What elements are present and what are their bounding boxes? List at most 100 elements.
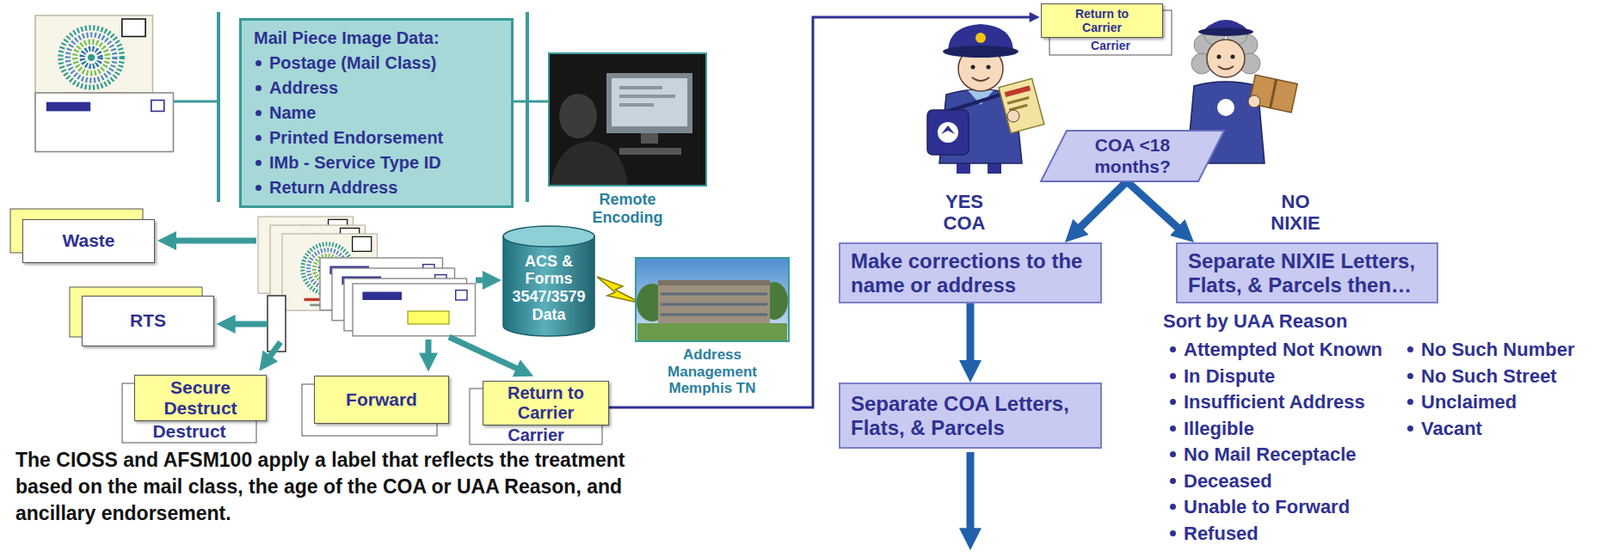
flow-arrow [970, 452, 972, 536]
photo-box: Remote Encoding [548, 53, 707, 227]
node-text: Separate COA Letters, Flats, & Parcels [850, 392, 1090, 440]
remote-encoding-photo [619, 103, 654, 107]
branch-label: YES COA [929, 190, 999, 235]
node-text: Separate NIXIE Letters, Flats, & Parcels… [1187, 249, 1427, 297]
label-holder: No Such Number [1405, 336, 1575, 364]
sort-arrow [170, 240, 522, 371]
label-holder: Unable to Forward [1168, 493, 1350, 522]
list-item: Unclaimed [1405, 388, 1517, 417]
back-label: Carrier [469, 426, 603, 444]
connector [609, 17, 1033, 408]
remote-encoding-photo [548, 53, 707, 186]
remote-encoding-photo [548, 53, 707, 186]
mail-carrier-cartoon [998, 78, 1045, 133]
list-item: In Dispute [1168, 363, 1275, 391]
node-text: COA <18 months? [1072, 135, 1194, 177]
remote-encoding-photo [619, 94, 676, 99]
mail-carrier-cartoon [1007, 110, 1020, 123]
mail-carrier-cartoon [1230, 55, 1236, 60]
label-holder: In Dispute [1168, 363, 1275, 391]
connector [966, 303, 975, 368]
label-holder: Carrier [1049, 39, 1172, 53]
sort-arrow [229, 321, 268, 328]
output-label: Forward [313, 375, 450, 425]
mail-piece-illustration [35, 92, 174, 152]
sort-arrow [170, 238, 257, 245]
building-photo [660, 293, 768, 296]
mail-carrier-cartoon [1004, 85, 1032, 98]
mail-carrier-cartoon [1007, 96, 1030, 105]
node-text: Return to Carrier [1067, 6, 1137, 35]
decision-shape: COA <18 months? [1040, 130, 1225, 182]
database-cylinder: ACS & Forms 3547/3579 Data [503, 226, 595, 337]
list-item: No Mail Receptacle [1168, 441, 1357, 469]
building-photo [637, 323, 788, 341]
mail-carrier-cartoon [927, 110, 969, 155]
label-holder: No Such Street [1405, 363, 1557, 391]
node-text: Printed Endorsement [253, 125, 444, 151]
remote-encoding-photo [606, 73, 693, 134]
node-text: Return Address [253, 175, 398, 201]
parallelogram [1040, 130, 1225, 182]
bracket [525, 12, 530, 203]
list-item: Attempted Not Known [1168, 336, 1383, 364]
output-label: Waste [22, 219, 155, 264]
back-label: Carrier [1049, 39, 1172, 53]
caption: The CIOSS and AFSM100 apply a label that… [15, 447, 678, 528]
mail-carrier-cartoon [1248, 95, 1261, 108]
branch-label: NO NIXIE [1261, 190, 1330, 235]
building-photo [660, 303, 768, 307]
label-holder: Unclaimed [1405, 388, 1517, 417]
mail-carrier-cartoon [1217, 98, 1235, 117]
label-holder: Deceased [1168, 467, 1273, 496]
mail-carrier-cartoon [941, 125, 955, 135]
node-text: Make corrections to the name or address [850, 249, 1090, 297]
process-box: Make corrections to the name or address [838, 242, 1102, 304]
bracket [173, 100, 217, 104]
sort-arrow [475, 277, 489, 284]
back-card [10, 10, 1172, 445]
bracket [216, 12, 221, 203]
node-text: RTS [129, 310, 167, 332]
photo-box: Address Management Memphis TN [635, 258, 789, 398]
mail-carrier-cartoon [975, 32, 986, 44]
remote-encoding-photo [619, 86, 663, 90]
label-holder: Vacant [1405, 415, 1483, 444]
building-photo [658, 280, 770, 286]
remote-encoding-photo [640, 133, 659, 144]
node-text: IMb - Service Type ID [253, 150, 442, 176]
cylinder-top [503, 226, 595, 247]
list-item: Illegible [1168, 415, 1255, 444]
mail-stack-illustration [407, 311, 450, 325]
node-text: ACS & Forms 3547/3579 Data [509, 252, 589, 325]
process-box: Separate COA Letters, Flats, & Parcels [838, 382, 1102, 450]
label-holder: Carrier [469, 426, 603, 444]
sort-arrow [449, 337, 522, 371]
building-photo [635, 258, 789, 342]
label-holder: Attempted Not Known [1168, 336, 1383, 364]
mail-piece-illustration [35, 15, 174, 152]
info-box: Mail Piece Image Data:Postage (Mail Clas… [239, 18, 514, 209]
label-holder: YES COA [929, 190, 999, 235]
remote-encoding-photo [611, 78, 688, 127]
mail-carrier-cartoon [946, 92, 1007, 112]
flow-arrow [966, 452, 975, 536]
building-photo [658, 283, 770, 324]
back-label: Destruct [122, 422, 257, 441]
remote-encoding-photo [559, 93, 597, 139]
mail-carrier-cartoon [1270, 79, 1277, 108]
label-holder: Destruct [122, 422, 257, 441]
mail-carrier-cartoon [971, 65, 976, 70]
connector [1126, 181, 1183, 233]
node-text: Postage (Mail Class) [253, 50, 437, 76]
mail-carrier-cartoon [1218, 66, 1234, 70]
sort-arrow [267, 342, 282, 361]
list-item: Refused [1168, 520, 1259, 548]
node-text: Return to Carrier [488, 383, 604, 424]
mail-stack-illustration [258, 216, 476, 352]
mail-carrier-cartoon [937, 122, 959, 143]
output-label: Return to Carrier [482, 381, 610, 426]
list-item: Insufficient Address [1168, 388, 1366, 417]
mail-stack-illustration [352, 283, 476, 337]
